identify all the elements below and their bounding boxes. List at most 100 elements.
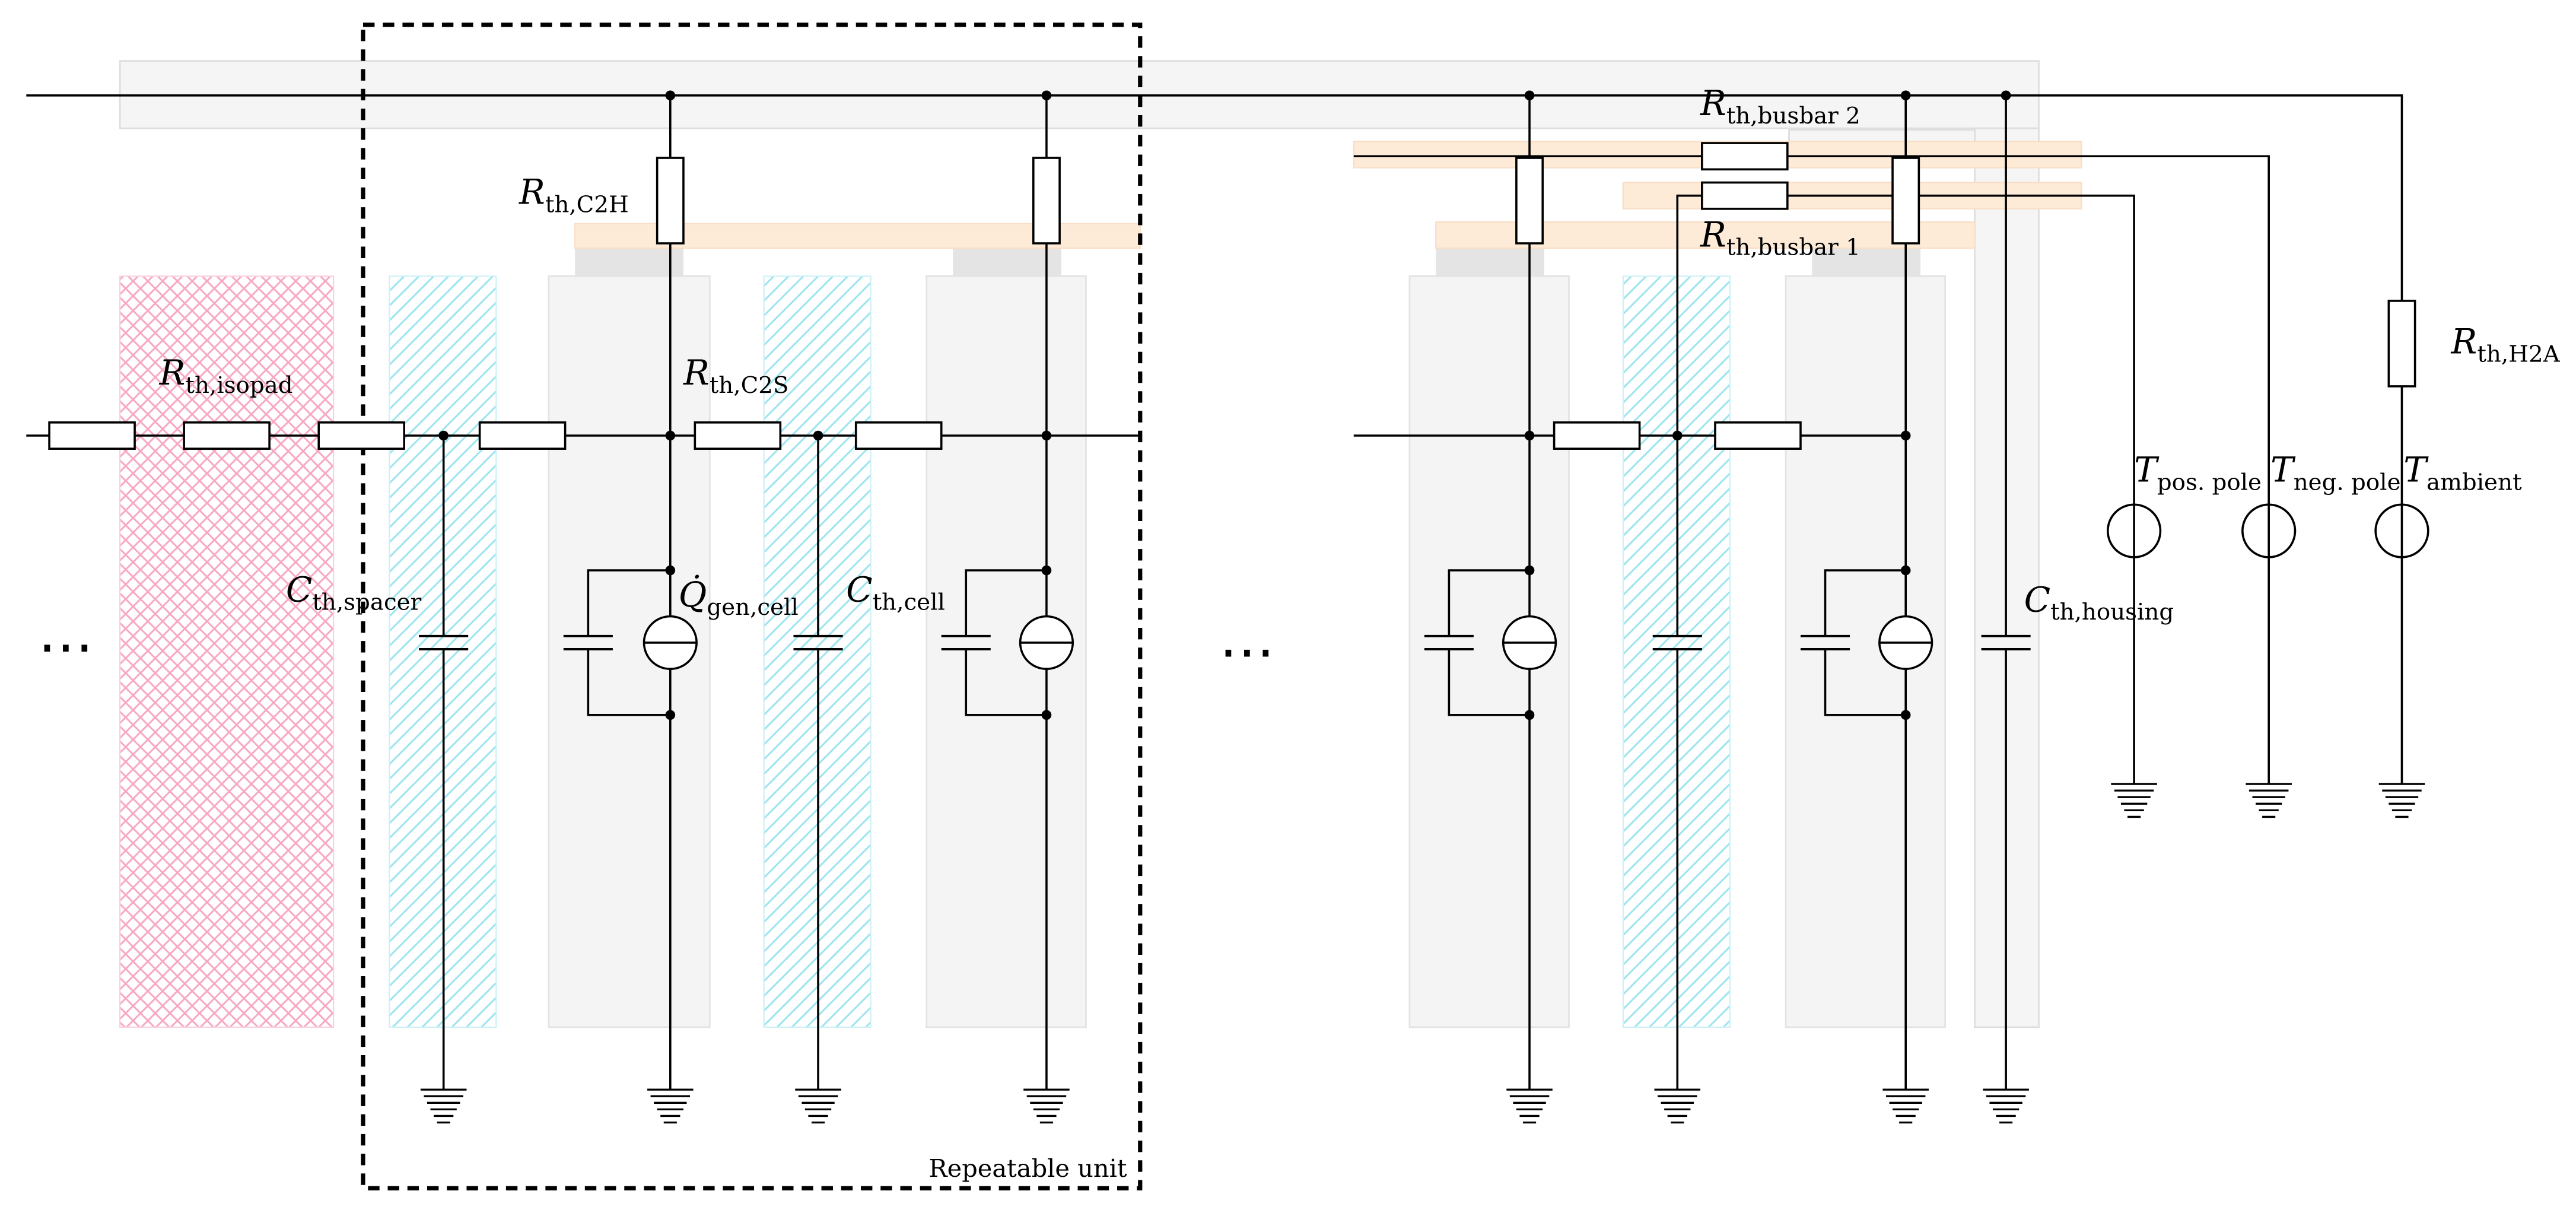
temperature-source-symbol	[2241, 503, 2297, 558]
circuit-labels: Rth,isopad Rth,C2H Rth,C2S Cth,spacer Q̇…	[38, 83, 2561, 1183]
capacitor-symbol	[793, 634, 843, 650]
junction-node	[1041, 430, 1052, 441]
wire	[1824, 649, 1906, 716]
cell-terminal	[953, 246, 1061, 277]
capacitor-symbol	[1424, 634, 1474, 650]
resistor-symbol	[1032, 157, 1061, 244]
resistor-symbol	[656, 157, 685, 244]
ellipsis-left: ⋯	[38, 615, 94, 679]
cell-terminal	[1812, 246, 1921, 277]
wire	[587, 569, 670, 636]
capacitor-symbol	[419, 634, 469, 650]
label-r-th-busbar-2: Rth,busbar 2	[1700, 83, 1861, 129]
cell-terminal	[575, 246, 683, 277]
label-subscript: neg. pole	[2294, 469, 2401, 496]
label-subscript: gen,cell	[707, 594, 798, 621]
label-symbol: R	[519, 172, 545, 212]
label-c-th-housing: Cth,housing	[2024, 579, 2174, 625]
capacitor-symbol	[1652, 634, 1702, 650]
junction-node	[1524, 90, 1535, 101]
wire	[965, 649, 1047, 716]
label-t-pos-pole: Tpos. pole	[2134, 450, 2262, 496]
junction-node	[1524, 430, 1535, 441]
label-symbol: R	[159, 353, 186, 393]
capacitor-symbol	[1981, 634, 2031, 650]
resistor-symbol	[1891, 157, 1920, 244]
ground-symbol	[1882, 1088, 1929, 1124]
label-symbol: T	[2403, 450, 2429, 490]
temperature-source-symbol	[2106, 503, 2162, 558]
label-symbol: C	[2024, 579, 2051, 620]
junction-node	[1900, 430, 1911, 441]
label-c-th-cell: Cth,cell	[846, 570, 945, 616]
capacitor-symbol	[563, 634, 613, 650]
resistor-symbol	[478, 421, 567, 450]
wire	[1824, 569, 1906, 636]
ground-symbol	[1654, 1088, 1701, 1124]
label-r-th-c2h: Rth,C2H	[519, 172, 629, 218]
label-subscript: ambient	[2426, 469, 2522, 496]
label-subscript: th,cell	[873, 589, 945, 616]
junction-node	[665, 430, 676, 441]
ellipsis-right: ⋯	[1219, 620, 1275, 684]
heat-source-symbol	[643, 615, 698, 671]
ground-symbol	[2378, 783, 2425, 818]
battery-module-background	[119, 60, 2082, 1028]
heat-source-symbol	[1502, 615, 1557, 671]
resistor-symbol	[1515, 157, 1544, 244]
label-symbol: C	[846, 570, 873, 610]
label-subscript: th,H2A	[2477, 341, 2560, 367]
label-t-ambient: Tambient	[2403, 450, 2522, 496]
label-t-neg-pole: Tneg. pole	[2270, 450, 2401, 496]
capacitor-symbol	[1800, 634, 1850, 650]
label-symbol: T	[2134, 450, 2160, 490]
wire	[1353, 155, 2270, 785]
resistor-symbol	[694, 421, 782, 450]
label-q-gen-cell: Q̇gen,cell	[679, 574, 799, 621]
label-r-th-c2s: Rth,C2S	[683, 353, 788, 399]
junction-node	[1900, 710, 1911, 720]
wire	[965, 569, 1047, 636]
circuit-junctions	[438, 90, 2011, 720]
label-r-th-busbar-1: Rth,busbar 1	[1700, 215, 1861, 261]
label-symbol: C	[286, 570, 313, 610]
label-subscript: th,spacer	[312, 589, 421, 616]
label-subscript: th,C2S	[710, 372, 789, 399]
junction-node	[438, 430, 449, 441]
cell-terminal	[1436, 246, 1544, 277]
heat-source-symbol	[1878, 615, 1933, 671]
wire	[1448, 649, 1530, 716]
resistor-symbol	[1714, 421, 1802, 450]
label-subscript: th,C2H	[545, 191, 629, 218]
heat-source-symbol	[1019, 615, 1074, 671]
label-subscript: th,busbar 1	[1726, 234, 1861, 261]
ground-symbol	[2246, 783, 2292, 818]
label-r-th-isopad: Rth,isopad	[159, 353, 293, 399]
label-subscript: th,isopad	[185, 372, 292, 399]
resistor-symbol	[48, 421, 136, 450]
resistor-symbol	[854, 421, 943, 450]
label-subscript: th,housing	[2050, 599, 2174, 625]
junction-node	[1041, 710, 1052, 720]
label-symbol: T	[2270, 450, 2296, 490]
label-symbol: R	[1700, 83, 1726, 123]
resistor-symbol	[1701, 142, 1789, 171]
ground-symbol	[1506, 1088, 1553, 1124]
junction-node	[665, 710, 676, 720]
junction-node	[1524, 565, 1535, 576]
label-r-th-h2a: Rth,H2A	[2451, 322, 2561, 368]
resistor-symbol	[1701, 181, 1789, 210]
junction-node	[665, 90, 676, 101]
label-symbol: R	[1700, 215, 1726, 255]
junction-node	[1041, 90, 1052, 101]
wire	[1448, 569, 1530, 636]
junction-node	[1900, 565, 1911, 576]
circuit-components	[48, 142, 2429, 1124]
ground-symbol	[795, 1088, 841, 1124]
junction-node	[2001, 90, 2011, 101]
wire	[587, 649, 670, 716]
resistor-symbol	[183, 421, 271, 450]
isopad-block	[119, 275, 335, 1028]
junction-node	[1041, 565, 1052, 576]
